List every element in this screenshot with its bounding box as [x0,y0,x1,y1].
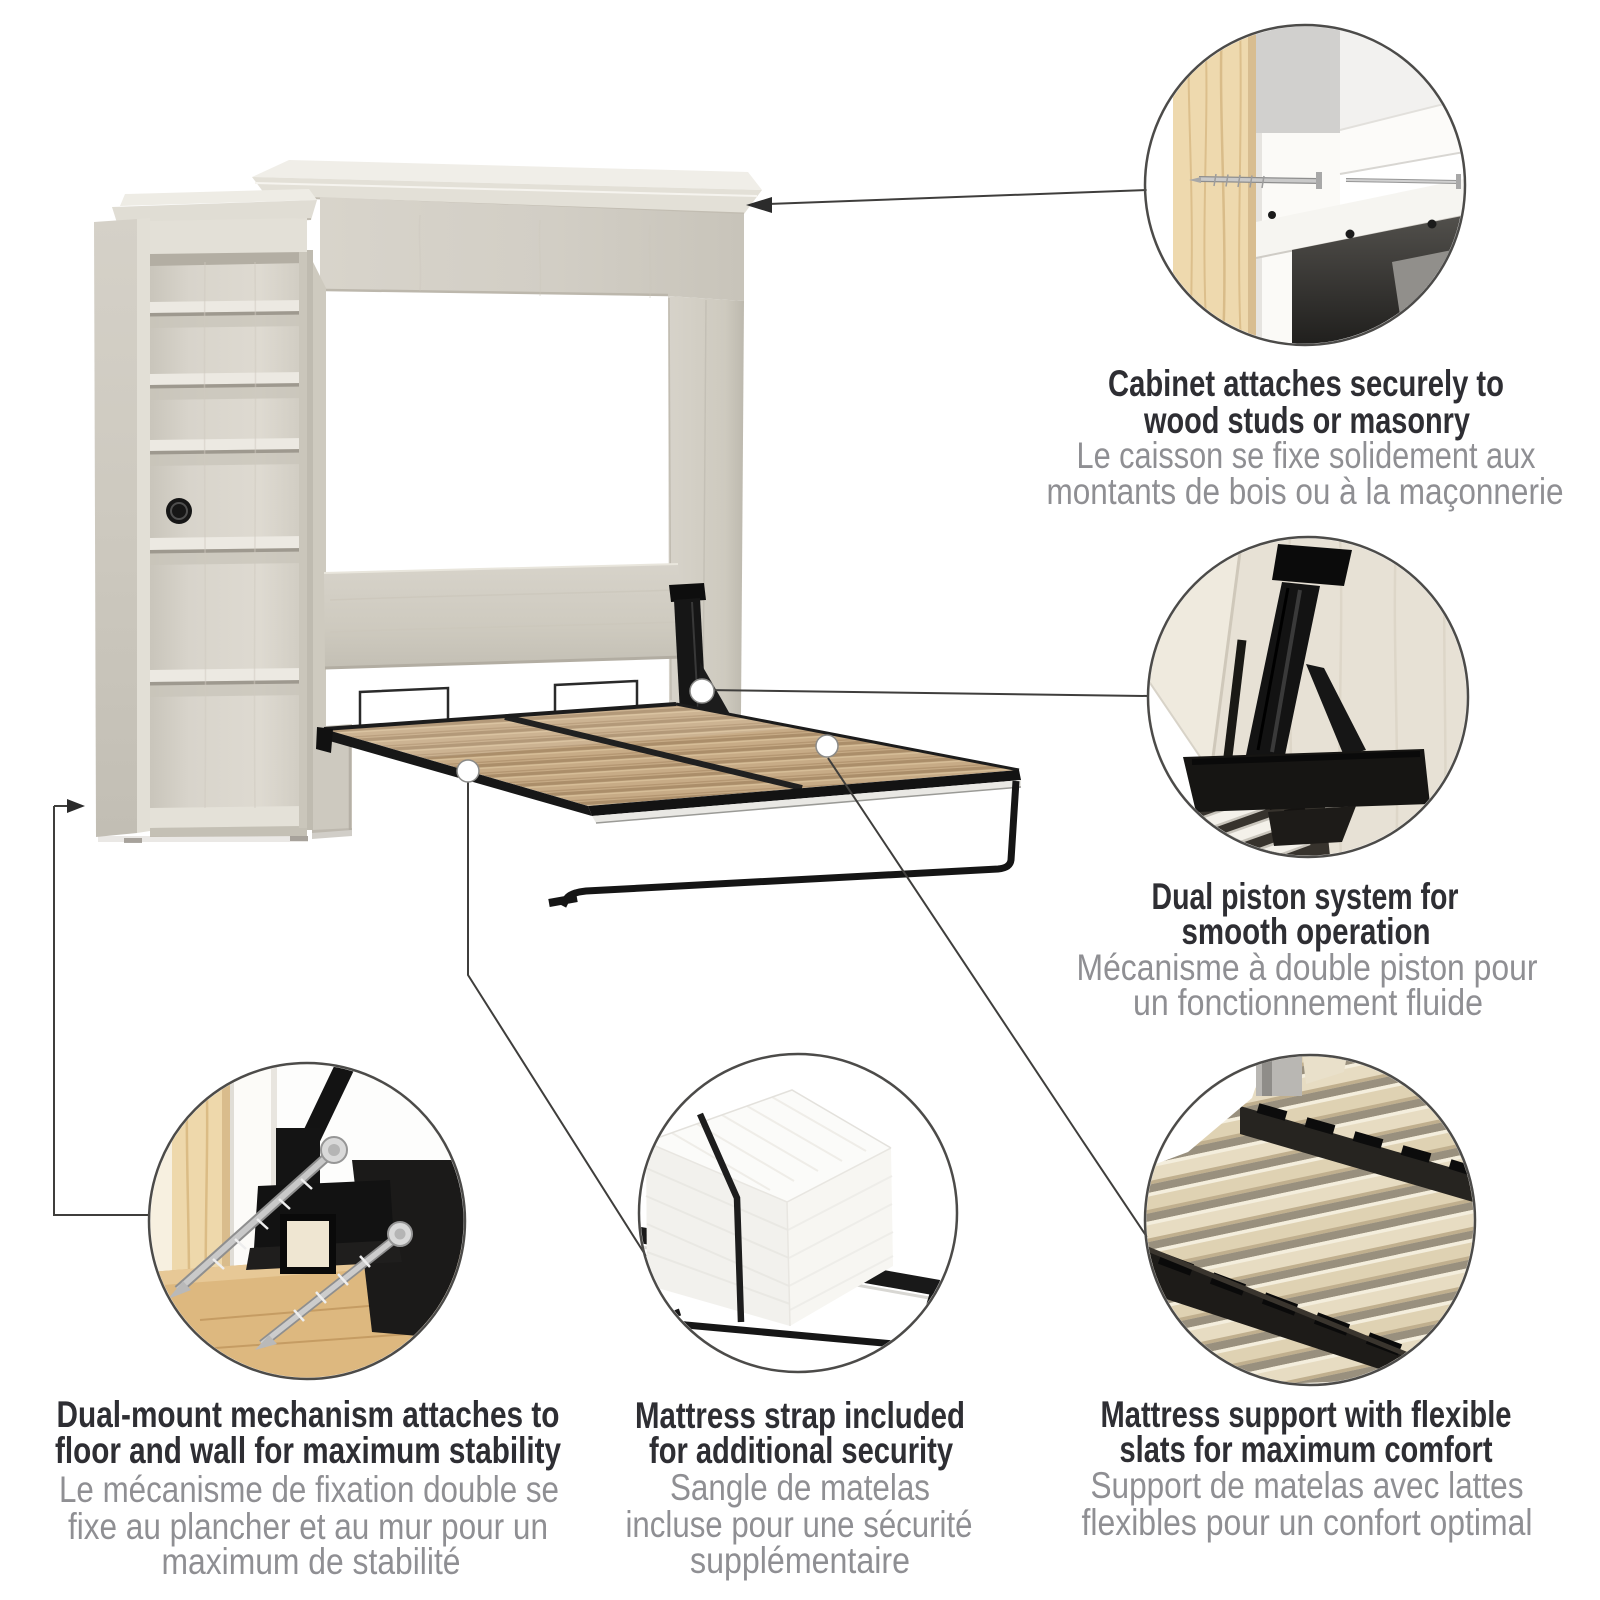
svg-text:Le mécanisme de fixation doubl: Le mécanisme de fixation double se [59,1469,559,1510]
svg-text:Dual-mount mechanism attaches: Dual-mount mechanism attaches to [57,1394,560,1435]
svg-text:flexibles pour un confort opti: flexibles pour un confort optimal [1082,1502,1533,1543]
svg-text:Le caisson se fixe solidement: Le caisson se fixe solidement aux [1077,435,1536,476]
svg-text:Cabinet attaches securely to: Cabinet attaches securely to [1108,363,1504,404]
svg-text:for additional security: for additional security [649,1430,953,1471]
svg-text:Sangle de matelas: Sangle de matelas [670,1467,930,1508]
svg-text:maximum de stabilité: maximum de stabilité [162,1541,461,1582]
svg-text:Mattress strap included: Mattress strap included [635,1395,965,1436]
svg-text:supplémentaire: supplémentaire [690,1540,910,1581]
svg-text:Support de matelas avec lattes: Support de matelas avec lattes [1091,1465,1524,1506]
svg-text:Mattress support with flexible: Mattress support with flexible [1101,1394,1512,1435]
svg-text:floor and wall for maximum sta: floor and wall for maximum stability [55,1430,561,1471]
svg-text:un fonctionnement fluide: un fonctionnement fluide [1133,982,1483,1023]
svg-text:Mécanisme à double piston pour: Mécanisme à double piston pour [1077,947,1538,988]
svg-text:Dual piston system for: Dual piston system for [1152,876,1459,917]
svg-text:smooth operation: smooth operation [1182,911,1431,952]
svg-text:slats for maximum comfort: slats for maximum comfort [1120,1429,1493,1470]
svg-text:incluse pour une sécurité: incluse pour une sécurité [626,1504,973,1545]
svg-text:wood studs or masonry: wood studs or masonry [1143,400,1470,441]
svg-text:fixe au plancher et au mur pou: fixe au plancher et au mur pour un [68,1506,548,1547]
svg-text:montants de bois ou à la maçon: montants de bois ou à la maçonnerie [1047,471,1564,512]
